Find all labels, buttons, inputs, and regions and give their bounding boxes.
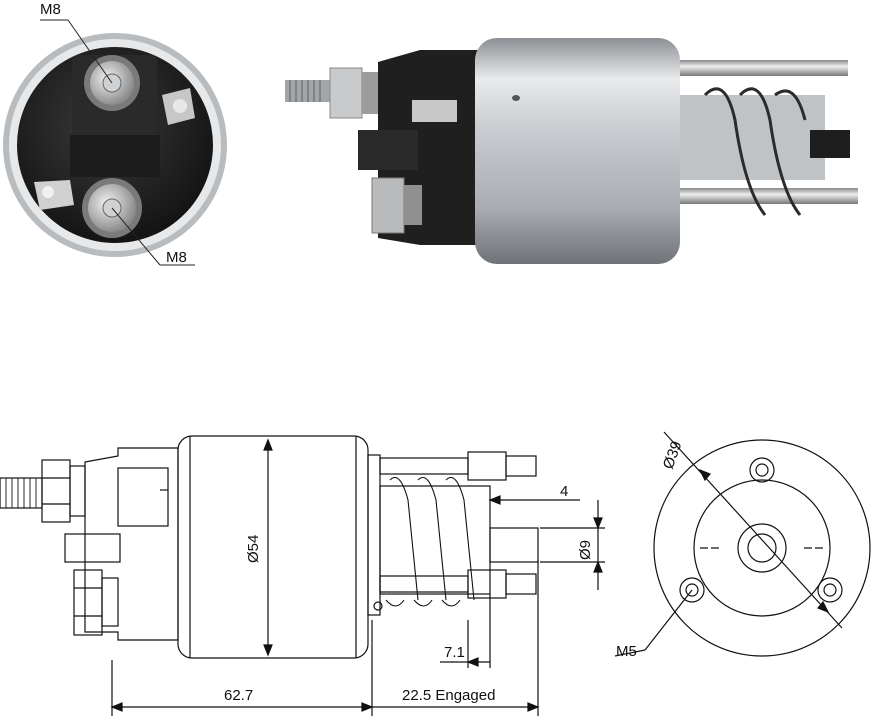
dim-lower-small: 7.1 xyxy=(444,644,465,661)
side-elevation-drawing xyxy=(0,435,605,716)
dim-top-small: 4 xyxy=(560,483,568,500)
dim-length-main: 62.7 xyxy=(224,687,253,704)
dim-length-engaged: 22.5 Engaged xyxy=(402,687,495,704)
end-view-label-top: M8 xyxy=(40,1,61,18)
dim-diameter-body: Ø54 xyxy=(245,535,262,563)
end-view-label-bottom: M8 xyxy=(166,249,187,266)
dim-bolt-circle: Ø39 xyxy=(660,439,686,471)
side-view-photo xyxy=(285,38,858,264)
dim-mount-thread: M5 xyxy=(616,643,637,660)
end-view-photo xyxy=(3,19,227,266)
dim-diameter-plunger: Ø9 xyxy=(577,540,594,560)
front-elevation-drawing xyxy=(614,431,871,657)
